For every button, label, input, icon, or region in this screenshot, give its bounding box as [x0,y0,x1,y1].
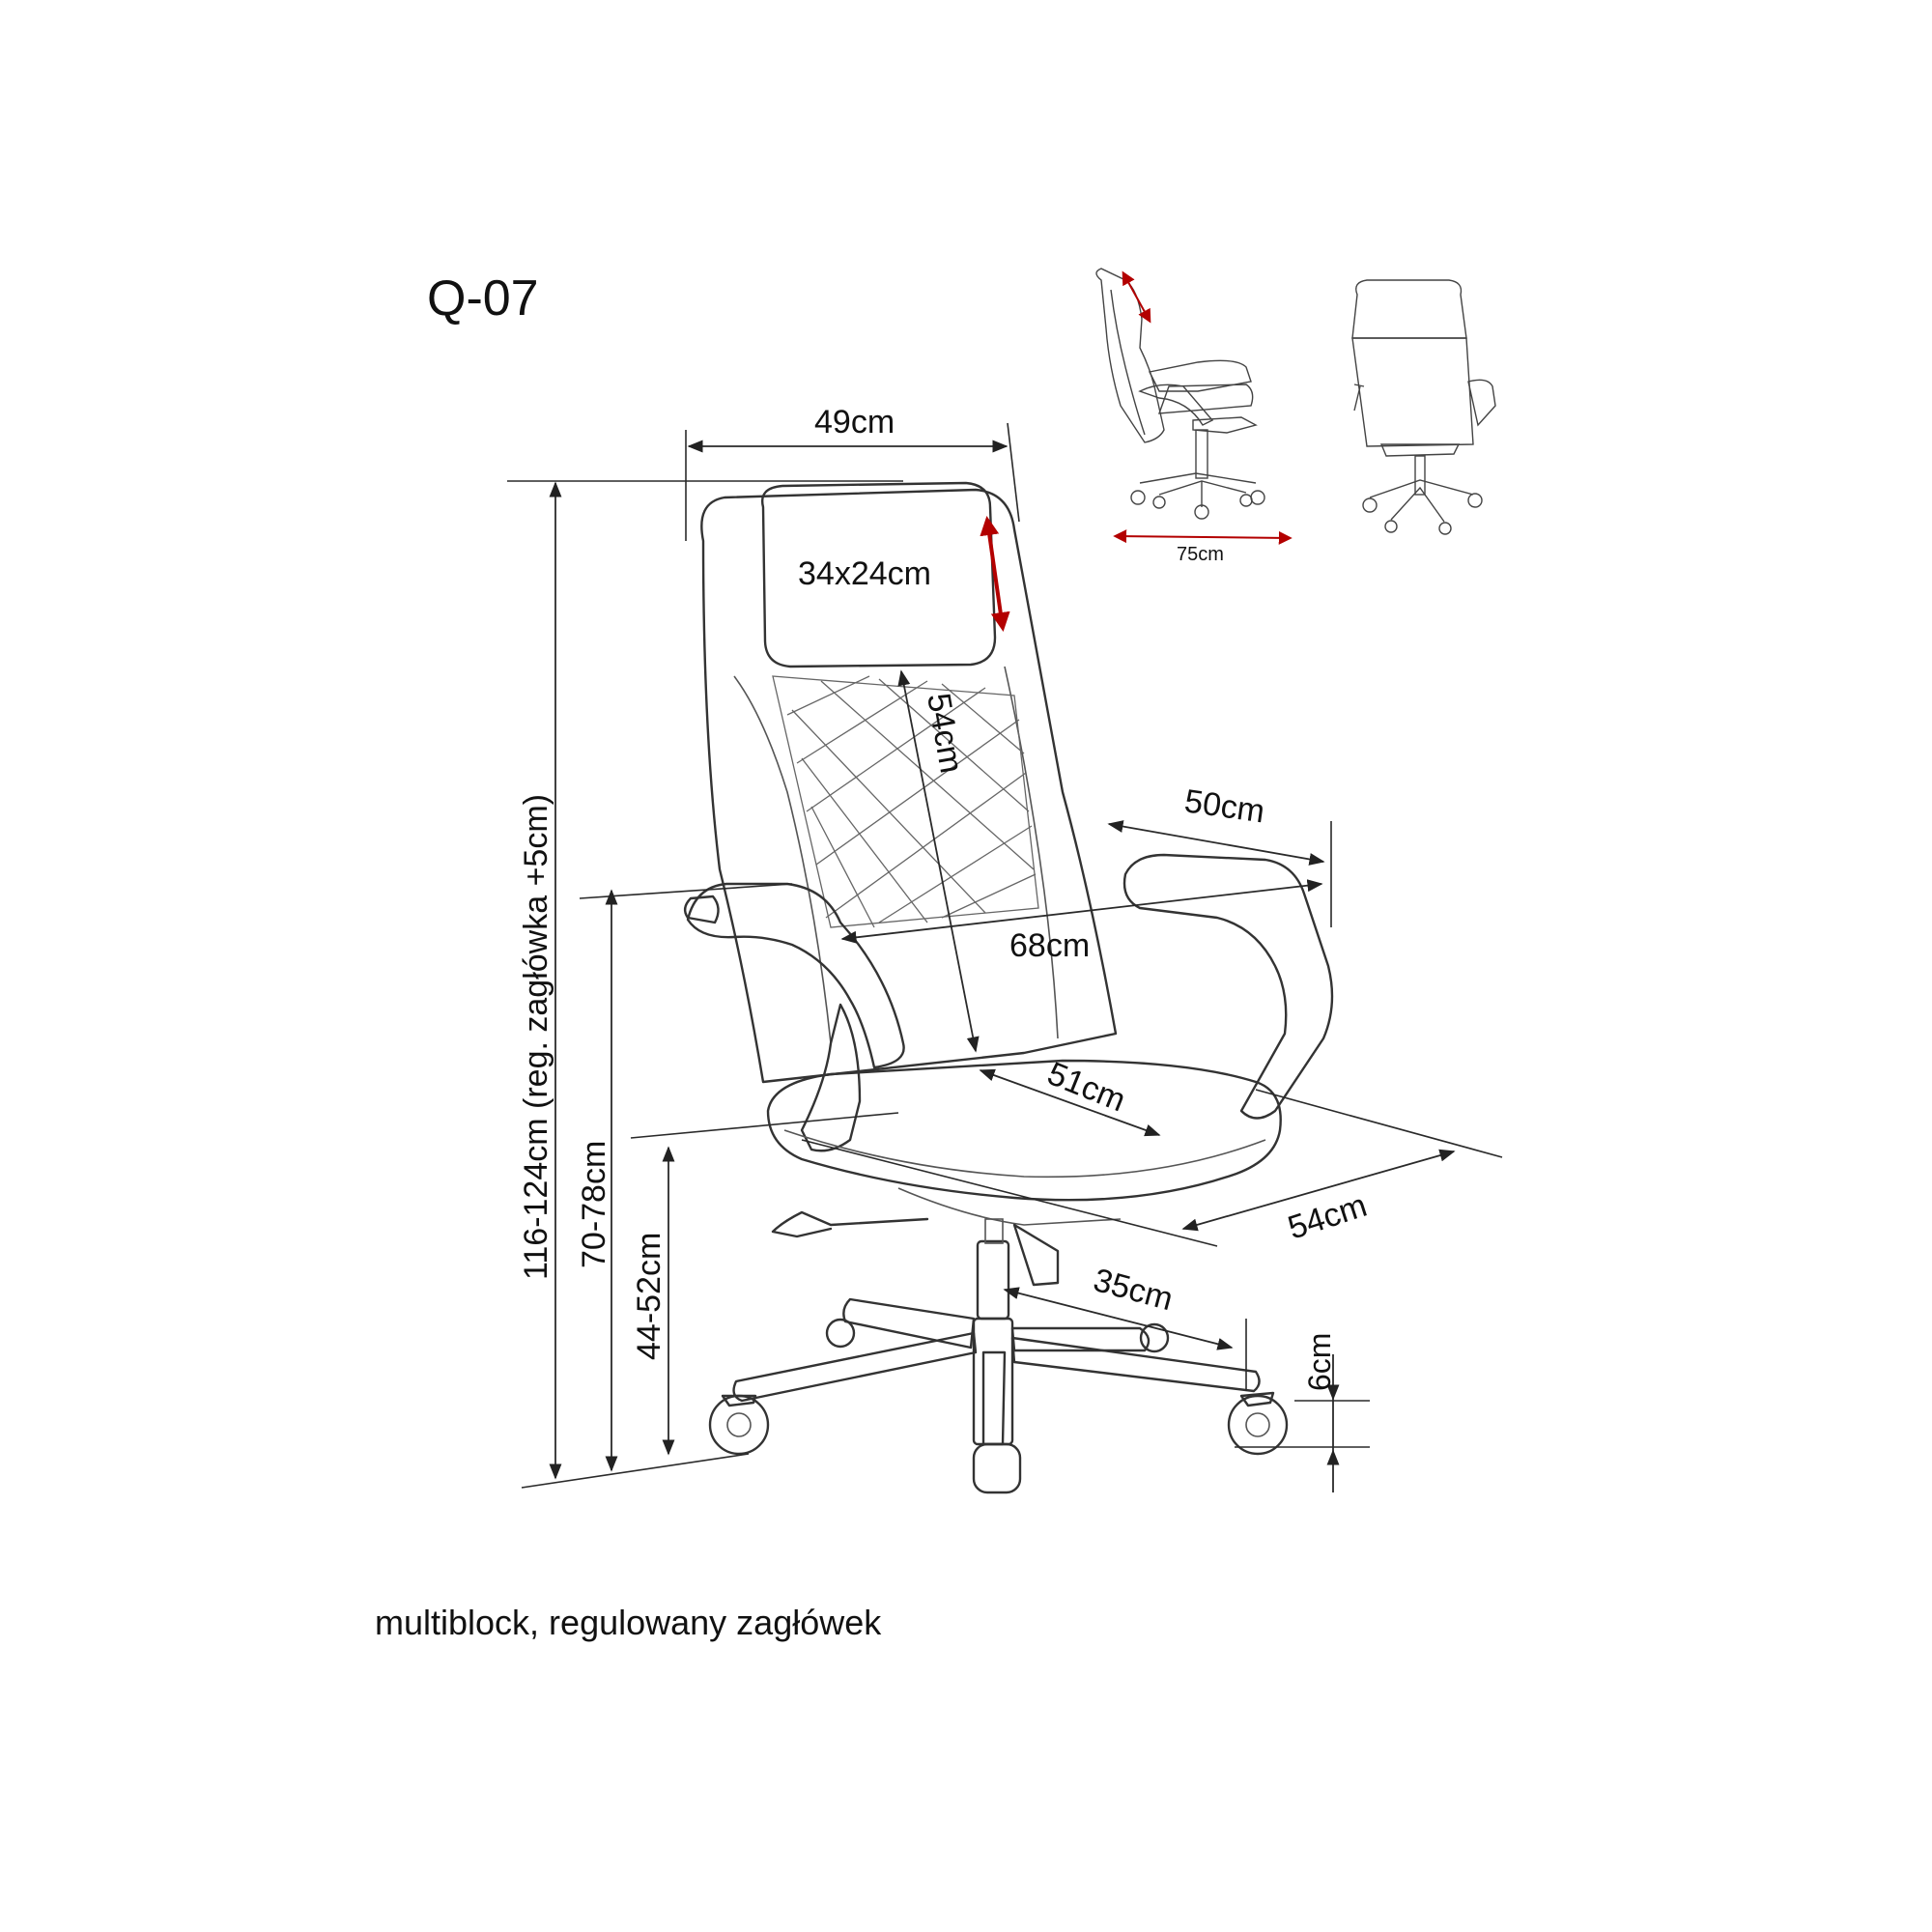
gas-lift [976,1239,1010,1321]
dim-armrest-width [840,879,1323,944]
backrest-outline [700,488,1118,1084]
label-wheel-height: 6cm [1302,1333,1337,1391]
chair-main-drawing [683,481,1334,1494]
recline-arrow [1122,270,1151,324]
dimension-lines [549,440,1456,1492]
label-armrest-depth: 50cm [1182,782,1267,830]
dim-base-radius [1003,1287,1234,1350]
extension-lines [507,422,1503,1489]
dim-armrest-depth [1107,820,1325,866]
headrest [761,481,997,668]
rear-view-thumbnail [1351,279,1496,535]
feature-caption: multiblock, regulowany zagłówek [375,1603,882,1642]
seat-cushion [766,1059,1282,1202]
armrest-left [686,882,905,1069]
label-headrest: 34x24cm [798,555,931,592]
dim-backrest-height [897,669,980,1053]
label-base-radius: 35cm [1090,1262,1177,1318]
label-width-top: 49cm [814,404,895,440]
side-view-thumbnail: 75cm [1095,268,1293,565]
dimension-labels: 49cm 34x24cm 54cm 50cm 68cm 51cm 54cm 35… [518,404,1372,1391]
model-title: Q-07 [427,270,539,327]
dim-seat-depth [979,1068,1161,1137]
quilted-backrest [772,675,1039,928]
label-armrest-height: 70-78cm [576,1141,612,1268]
label-recline-length: 75cm [1177,544,1224,565]
dim-seat-width [1181,1149,1456,1232]
label-armrest-width: 68cm [1009,927,1090,964]
label-total-height: 116-124cm (reg. zagłówka +5cm) [518,794,554,1280]
label-seat-height: 44-52cm [631,1233,668,1360]
caster-wheels [708,1318,1289,1494]
star-base [842,1297,976,1350]
headrest-adjust-arrow [980,516,1010,632]
tilt-lever [771,1210,929,1238]
recline-length-arrow [1113,529,1293,545]
